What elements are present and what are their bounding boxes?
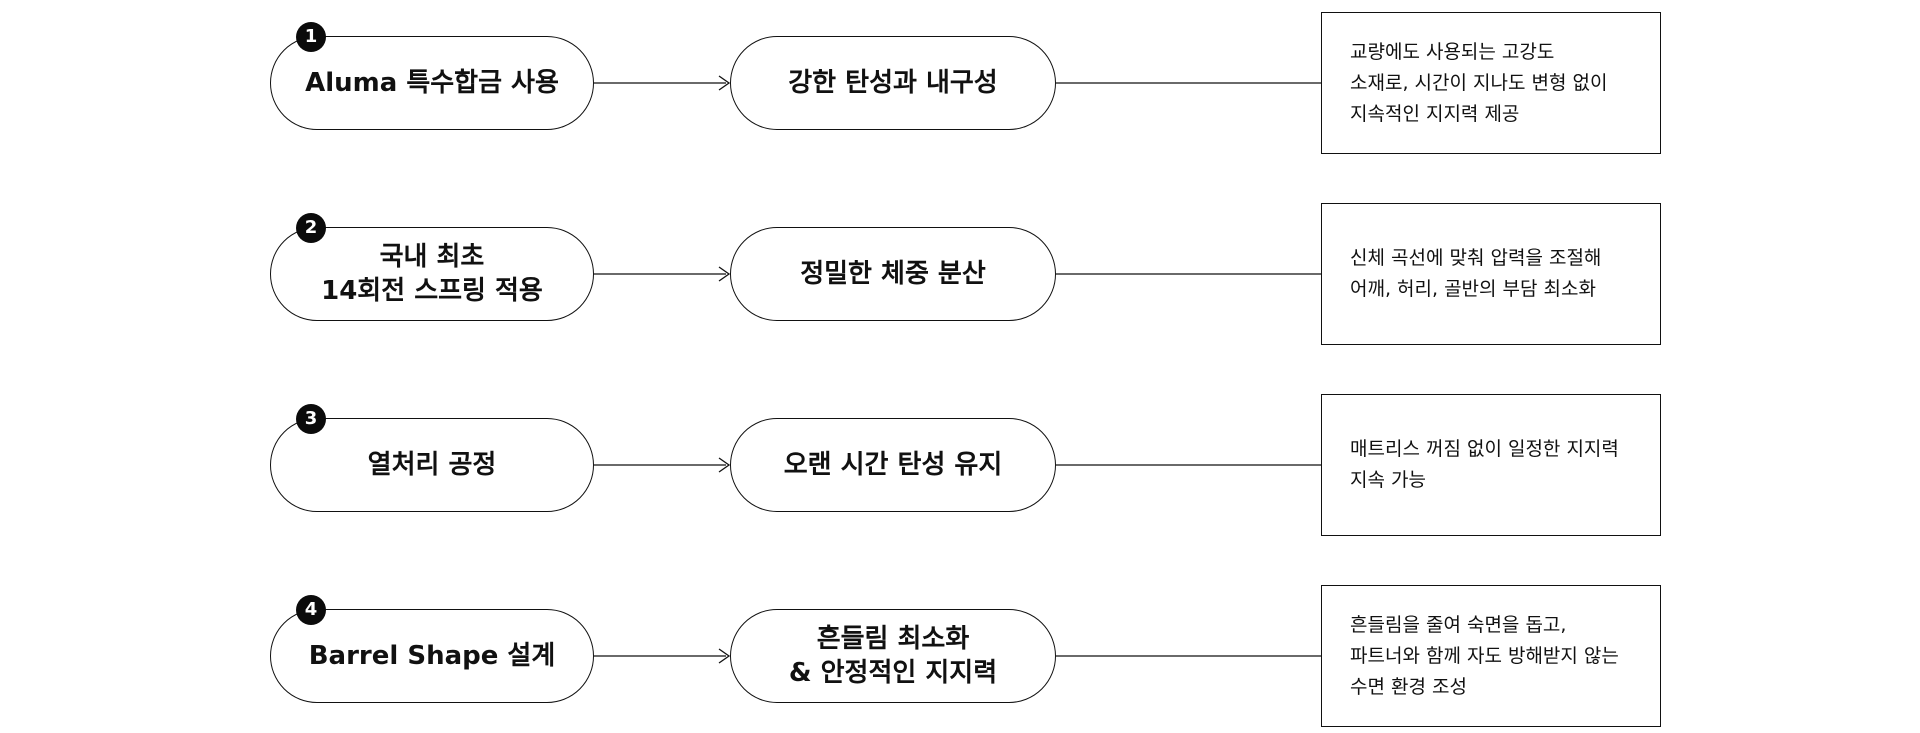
arrowhead-4 — [718, 648, 731, 664]
arrowhead-1 — [718, 75, 731, 91]
feature-node-1: Aluma 특수합금 사용 — [270, 36, 594, 130]
arrowhead-2 — [718, 266, 731, 282]
description-box-1: 교량에도 사용되는 고강도 소재로, 시간이 지나도 변형 없이 지속적인 지지… — [1321, 12, 1661, 154]
feature-node-3: 열처리 공정 — [270, 418, 594, 512]
description-box-2: 신체 곡선에 맞춰 압력을 조절해 어깨, 허리, 골반의 부담 최소화 — [1321, 203, 1661, 345]
description-box-3: 매트리스 꺼짐 없이 일정한 지지력 지속 가능 — [1321, 394, 1661, 536]
benefit-node-4: 흔들림 최소화 & 안정적인 지지력 — [730, 609, 1056, 703]
arrowhead-3 — [718, 457, 731, 473]
step-number-badge-3: 3 — [296, 404, 326, 434]
feature-node-2: 국내 최초 14회전 스프링 적용 — [270, 227, 594, 321]
benefit-node-3: 오랜 시간 탄성 유지 — [730, 418, 1056, 512]
step-number-badge-1: 1 — [296, 22, 326, 52]
step-number-badge-4: 4 — [296, 595, 326, 625]
benefit-node-2: 정밀한 체중 분산 — [730, 227, 1056, 321]
feature-node-4: Barrel Shape 설계 — [270, 609, 594, 703]
benefit-node-1: 강한 탄성과 내구성 — [730, 36, 1056, 130]
description-box-4: 흔들림을 줄여 숙면을 돕고, 파트너와 함께 자도 방해받지 않는 수면 환경… — [1321, 585, 1661, 727]
step-number-badge-2: 2 — [296, 213, 326, 243]
